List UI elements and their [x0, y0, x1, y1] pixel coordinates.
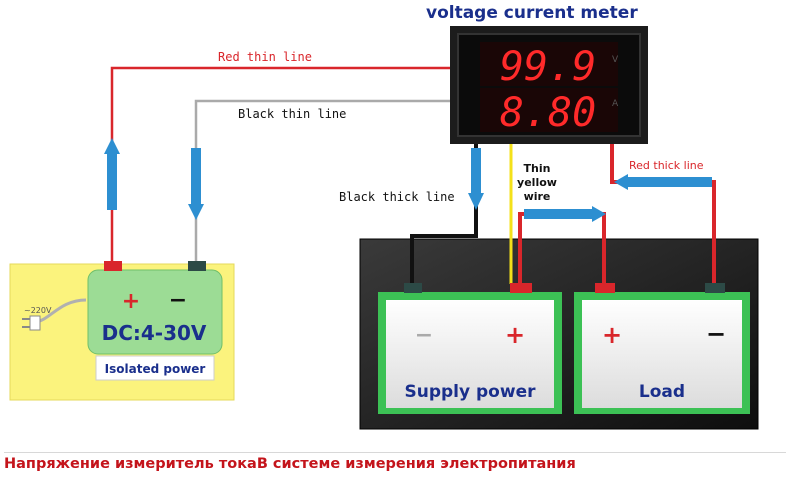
isolated-power-label: Isolated power — [105, 362, 206, 376]
black-thin-line-label: Black thin line — [238, 107, 347, 121]
voltage-reading: 99.9 — [500, 44, 596, 90]
ac-plug-icon — [22, 298, 87, 331]
dc-plus-sign: + — [122, 289, 140, 314]
dc-minus-terminal — [188, 261, 206, 271]
thin-yellow-label-line-3: wire — [524, 190, 551, 203]
arrow-down-icon — [188, 148, 204, 220]
supply-power-label: Supply power — [405, 382, 537, 402]
supply-plus-sign: + — [505, 321, 525, 349]
red-thick-line-label: Red thick line — [629, 159, 704, 172]
arrow-down-icon — [468, 148, 484, 210]
supply-minus-sign: − — [415, 323, 433, 348]
dc-voltage-label: DC:4-30V — [102, 321, 207, 345]
load-plus-terminal — [595, 283, 615, 293]
red-thin-line-label: Red thin line — [218, 50, 312, 64]
dc-source-module — [87, 269, 223, 355]
dc-plus-terminal — [104, 261, 122, 271]
load-plus-sign: + — [602, 321, 622, 349]
thin-yellow-label-line-1: Thin — [524, 162, 551, 175]
supply-plus-terminal — [510, 283, 532, 293]
arrow-right-icon — [524, 206, 606, 222]
load-minus-sign: − — [706, 320, 726, 348]
black-thick-line-label: Black thick line — [339, 190, 455, 204]
supply-minus-terminal — [404, 283, 422, 293]
current-unit: A — [612, 99, 619, 109]
red-thin-wire — [110, 66, 462, 262]
voltage-unit: V — [612, 55, 619, 65]
terminals — [104, 261, 725, 293]
meter — [450, 26, 648, 144]
dc-minus-sign: − — [169, 288, 187, 313]
load-label: Load — [639, 382, 685, 402]
page-caption: Напряжение измеритель токаВ системе изме… — [4, 456, 576, 472]
current-reading: 8.80 — [500, 90, 596, 136]
load-minus-terminal — [705, 283, 725, 293]
dc-source-board — [9, 263, 235, 401]
load-housing — [359, 238, 759, 430]
dc-ac-label: ~220V — [24, 306, 52, 315]
arrow-left-icon — [614, 174, 712, 190]
arrow-up-icon — [104, 138, 120, 210]
caption-divider — [4, 452, 786, 453]
thin-yellow-label-line-2: yellow — [517, 176, 557, 189]
direction-arrows — [104, 138, 712, 222]
diagram-title: voltage current meter — [426, 3, 638, 23]
